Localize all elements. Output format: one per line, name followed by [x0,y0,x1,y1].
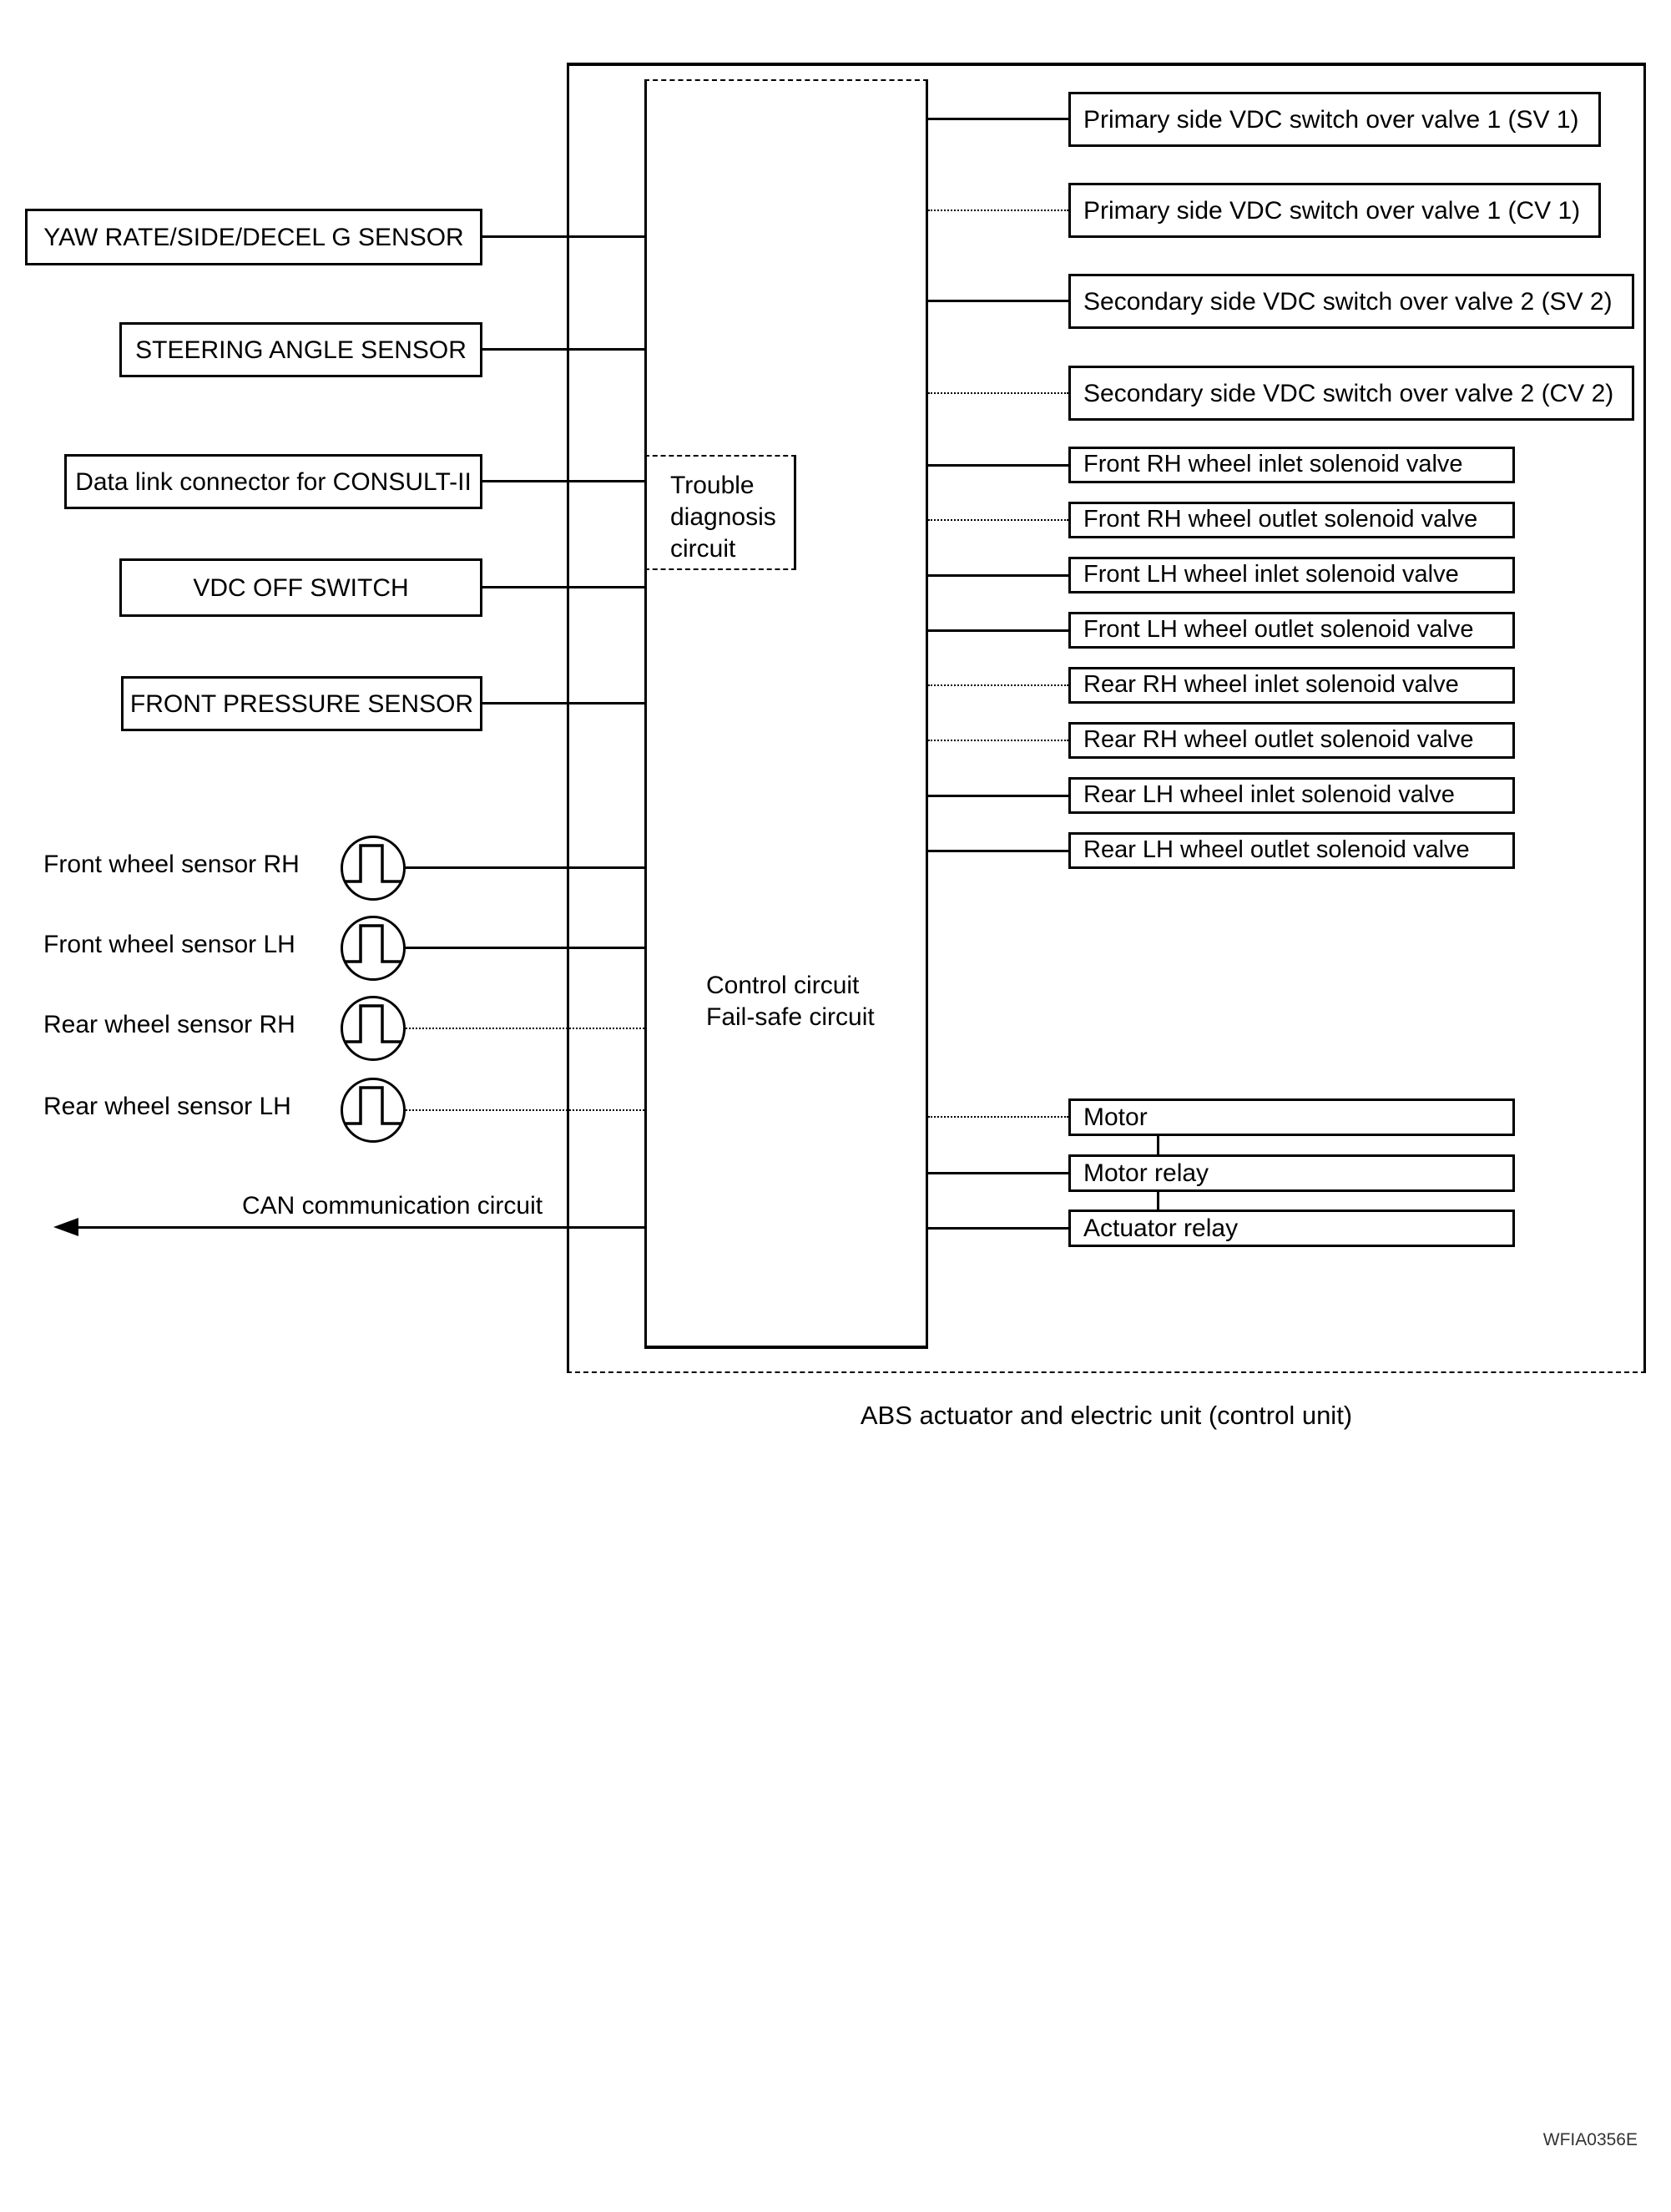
abs-unit-outline-box [567,63,1646,1373]
pulse-wave-icon [345,924,401,963]
connector-front-pressure [482,702,644,705]
connector-solenoid-6 [928,740,1068,741]
trouble-diagnosis-line2: diagnosis [670,503,776,531]
control-circuit-line1: Control circuit [706,972,860,999]
steering-angle-sensor-label: STEERING ANGLE SENSOR [135,336,467,364]
box-solenoid-front-rh-inlet: Front RH wheel inlet solenoid valve [1068,447,1515,483]
label-front-wheel-sensor-rh: Front wheel sensor RH [43,851,300,878]
pulse-wave-icon [345,1086,401,1125]
connector-front-wheel-rh [406,866,644,869]
valve-sv1-label: Primary side VDC switch over valve 1 (SV… [1083,105,1579,134]
wheel-sensor-symbol-front-rh [341,836,406,901]
valve-cv1-label: Primary side VDC switch over valve 1 (CV… [1083,196,1581,225]
box-yaw-rate-side-decel-g-sensor: YAW RATE/SIDE/DECEL G SENSOR [25,209,482,265]
data-link-connector-label: Data link connector for CONSULT-II [75,467,472,496]
connector-valve-cv2 [928,392,1068,394]
pulse-wave-icon [345,844,401,883]
valve-cv2-label: Secondary side VDC switch over valve 2 (… [1083,379,1614,407]
box-solenoid-rear-lh-outlet: Rear LH wheel outlet solenoid valve [1068,832,1515,869]
motor-relay-label: Motor relay [1083,1159,1209,1187]
solenoid-6-label: Rear RH wheel outlet solenoid valve [1083,726,1474,754]
connector-solenoid-5 [928,684,1068,686]
connector-valve-sv2 [928,300,1068,302]
connector-solenoid-3 [928,574,1068,577]
wheel-sensor-symbol-rear-lh [341,1078,406,1143]
link-motor-relay-to-actuator-relay [1157,1192,1159,1210]
connector-actuator-relay [928,1227,1068,1230]
connector-data-link [482,480,644,482]
front-pressure-sensor-label: FRONT PRESSURE SENSOR [129,689,474,718]
connector-solenoid-2 [928,519,1068,521]
solenoid-4-label: Front LH wheel outlet solenoid valve [1083,616,1474,644]
can-arrowhead-icon [53,1218,78,1236]
can-arrow-line [73,1226,644,1229]
label-front-wheel-sensor-lh: Front wheel sensor LH [43,931,295,958]
connector-solenoid-4 [928,629,1068,632]
connector-yaw-rate [482,235,644,238]
label-rear-wheel-sensor-lh: Rear wheel sensor LH [43,1093,291,1120]
box-solenoid-front-lh-inlet: Front LH wheel inlet solenoid valve [1068,557,1515,593]
figure-code: WFIA0356E [1542,2130,1638,2149]
connector-motor [928,1116,1068,1118]
box-valve-cv2: Secondary side VDC switch over valve 2 (… [1068,366,1634,421]
box-valve-cv1: Primary side VDC switch over valve 1 (CV… [1068,183,1601,238]
box-front-pressure-sensor: FRONT PRESSURE SENSOR [121,676,482,731]
solenoid-3-label: Front LH wheel inlet solenoid valve [1083,561,1459,588]
solenoid-7-label: Rear LH wheel inlet solenoid valve [1083,781,1455,809]
label-rear-wheel-sensor-rh: Rear wheel sensor RH [43,1011,295,1038]
yaw-rate-sensor-label: YAW RATE/SIDE/DECEL G SENSOR [43,223,464,251]
connector-motor-relay [928,1172,1068,1174]
connector-rear-wheel-lh [406,1109,644,1111]
connector-vdc-off [482,586,644,588]
box-solenoid-front-rh-outlet: Front RH wheel outlet solenoid valve [1068,502,1515,538]
vdc-off-switch-label: VDC OFF SWITCH [193,573,409,602]
figure-caption: ABS actuator and electric unit (control … [860,1401,1353,1430]
pulse-wave-icon [345,1004,401,1043]
can-communication-label: CAN communication circuit [242,1192,543,1220]
wheel-sensor-symbol-front-lh [341,916,406,981]
motor-label: Motor [1083,1103,1148,1131]
box-data-link-connector: Data link connector for CONSULT-II [64,454,482,509]
box-steering-angle-sensor: STEERING ANGLE SENSOR [119,322,482,377]
connector-steering-angle [482,348,644,351]
connector-solenoid-7 [928,795,1068,797]
trouble-diagnosis-line3: circuit [670,535,736,563]
valve-sv2-label: Secondary side VDC switch over valve 2 (… [1083,287,1613,316]
box-vdc-off-switch: VDC OFF SWITCH [119,558,482,617]
connector-solenoid-8 [928,850,1068,852]
box-solenoid-rear-lh-inlet: Rear LH wheel inlet solenoid valve [1068,777,1515,814]
connector-valve-sv1 [928,118,1068,120]
control-circuit-line2: Fail-safe circuit [706,1003,875,1031]
trouble-diagnosis-line1: Trouble [670,472,755,499]
actuator-relay-label: Actuator relay [1083,1215,1239,1242]
trouble-diagnosis-circuit-box: Trouble diagnosis circuit [644,455,796,570]
wheel-sensor-symbol-rear-rh [341,996,406,1061]
connector-valve-cv1 [928,210,1068,211]
box-solenoid-rear-rh-outlet: Rear RH wheel outlet solenoid valve [1068,722,1515,759]
link-motor-to-motor-relay [1157,1136,1159,1154]
solenoid-1-label: Front RH wheel inlet solenoid valve [1083,451,1463,478]
box-motor-relay: Motor relay [1068,1154,1515,1192]
control-circuit-label: Control circuit Fail-safe circuit [706,970,875,1033]
solenoid-2-label: Front RH wheel outlet solenoid valve [1083,506,1478,533]
solenoid-8-label: Rear LH wheel outlet solenoid valve [1083,836,1470,864]
box-valve-sv1: Primary side VDC switch over valve 1 (SV… [1068,92,1601,147]
connector-front-wheel-lh [406,947,644,949]
box-solenoid-rear-rh-inlet: Rear RH wheel inlet solenoid valve [1068,667,1515,704]
box-valve-sv2: Secondary side VDC switch over valve 2 (… [1068,274,1634,329]
connector-solenoid-1 [928,464,1068,467]
box-actuator-relay: Actuator relay [1068,1210,1515,1247]
solenoid-5-label: Rear RH wheel inlet solenoid valve [1083,671,1459,699]
box-motor: Motor [1068,1098,1515,1136]
connector-rear-wheel-rh [406,1028,644,1029]
control-unit-box [644,79,928,1349]
box-solenoid-front-lh-outlet: Front LH wheel outlet solenoid valve [1068,612,1515,649]
